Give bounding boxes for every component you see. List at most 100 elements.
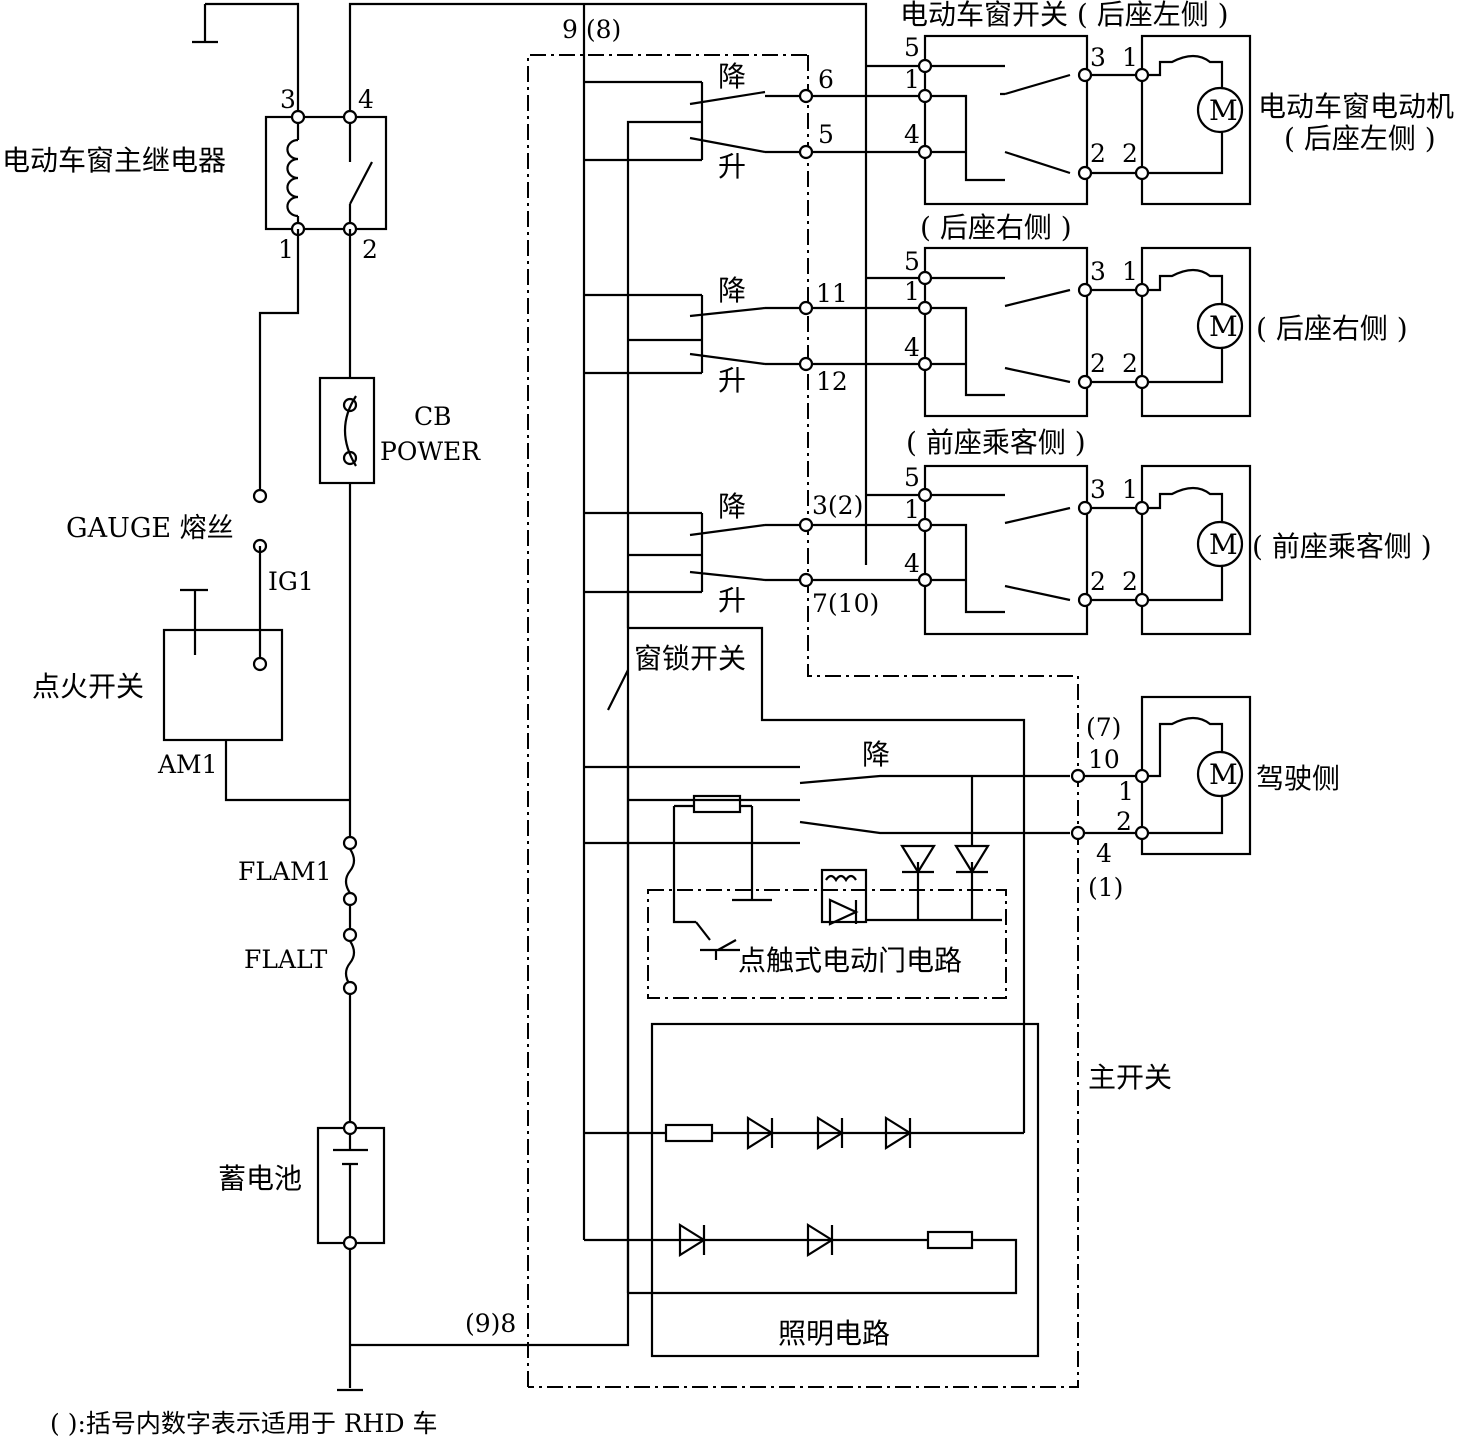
indicator-led-1-icon: [900, 844, 936, 875]
battery-label: 蓄电池: [218, 1162, 302, 1195]
sw3-pin5: 5: [904, 463, 920, 492]
motor-rear-left-sub: ( 后座左侧 ): [1284, 122, 1436, 155]
circuit-breaker-box: [318, 376, 376, 485]
main-switch: 9 (8) 主开关 降 升 6 5 降 升 11 12 降 升 3(2) 7(1…: [527, 4, 1172, 1388]
m2-pin2: 2: [1122, 349, 1138, 378]
row2-down: 降: [718, 274, 746, 307]
row2-down-pin: 11: [816, 279, 848, 308]
motor-front-passenger-symbol: M: [1209, 528, 1238, 561]
row1-up: 升: [718, 150, 746, 183]
window-lock-label: 窗锁开关: [634, 642, 746, 675]
touch-circuit-box: [647, 889, 1007, 999]
sw1-pin2: 2: [1090, 139, 1106, 168]
lamp-led-2-icon: [816, 1116, 845, 1150]
sw2-pin1: 1: [904, 277, 920, 306]
row2-up: 升: [718, 364, 746, 397]
row1-down-pin: 6: [818, 65, 834, 94]
row2-up-pin: 12: [816, 367, 848, 396]
m4-pin1: 1: [1118, 777, 1134, 806]
sw1-pin4: 4: [904, 120, 920, 149]
ground-terminal-label: (9)8: [465, 1309, 516, 1338]
relay-pin-3: 3: [280, 85, 296, 114]
transistor-icon: [695, 921, 740, 960]
motor-rear-right-symbol: M: [1209, 310, 1238, 343]
flalt-label: FLALT: [244, 945, 328, 974]
main-switch-label: 主开关: [1088, 1061, 1172, 1094]
motor-driver-icon: [1196, 750, 1244, 798]
battery-icon: [333, 1134, 368, 1237]
rear-right-switch-label: ( 后座右侧 ): [920, 211, 1072, 244]
motor-rear-left-symbol: M: [1209, 94, 1238, 127]
cb-power-label: POWER: [380, 437, 481, 466]
driver-pin-1: (1): [1088, 873, 1123, 902]
ig1-label: IG1: [268, 567, 314, 596]
power-supply-section: 3 4 1 2 电动车窗主继电器 GAUGE 熔丝 IG1 点火开关 AM1 C…: [2, 2, 868, 1438]
driver-pin-7: (7): [1086, 713, 1121, 742]
window-switches-and-motors: 电动车窗开关 ( 后座左侧 ) 5 1 4 3 2 1 2 M 电动车窗电动机 …: [812, 0, 1454, 856]
touch-led-icon: [828, 898, 859, 926]
sw3-pin2: 2: [1090, 567, 1106, 596]
relay-pin-4: 4: [358, 85, 374, 114]
cb-label: CB: [414, 402, 452, 431]
flam1-label: FLAM1: [238, 857, 332, 886]
relay-pin-2: 2: [362, 235, 378, 264]
sw2-pin4: 4: [904, 333, 920, 362]
row1-down: 降: [718, 60, 746, 93]
motor-rear-right-label: ( 后座右侧 ): [1256, 312, 1408, 345]
front-passenger-switch-label: ( 前座乘客侧 ): [906, 426, 1086, 459]
sw1-pin5: 5: [904, 33, 920, 62]
touch-circuit-label: 点触式电动门电路: [738, 944, 962, 977]
gauge-fuse-label: GAUGE 熔丝: [66, 513, 234, 544]
flalt-fuse-icon: [344, 940, 356, 986]
m2-pin1: 1: [1122, 257, 1138, 286]
main-switch-boundary: [528, 55, 1079, 1388]
motor-driver-label: 驾驶侧: [1256, 762, 1340, 795]
motor-driver-symbol: M: [1209, 758, 1238, 791]
window-lock-switch: [607, 590, 630, 1293]
ignition-switch-box: [162, 628, 284, 742]
row3-down: 降: [718, 490, 746, 523]
sw1-pin3: 3: [1090, 43, 1106, 72]
motor-rear-left-label: 电动车窗电动机: [1258, 90, 1454, 123]
motor-rear-right-icon: [1196, 302, 1244, 350]
am1-label: AM1: [157, 750, 218, 779]
relay-coil-icon: [286, 138, 299, 218]
sw3-pin4: 4: [904, 549, 920, 578]
driver-pin-4: 4: [1096, 839, 1112, 868]
motor-front-passenger-box: [1140, 464, 1252, 636]
indicator-led-2-icon: [954, 844, 990, 875]
ground-symbol: [337, 1249, 363, 1392]
motor-rear-left-box: [1140, 34, 1252, 206]
m3-pin2: 2: [1122, 567, 1138, 596]
lamp-led-5-icon: [806, 1223, 835, 1257]
motor-front-passenger-label: ( 前座乘客侧 ): [1252, 530, 1432, 563]
lighting-circuit-label: 照明电路: [778, 1317, 890, 1350]
main-relay-box: [264, 115, 388, 231]
row1-up-pin: 5: [818, 120, 834, 149]
row3-up-pin: 7(10): [812, 589, 879, 618]
window-switch-title: 电动车窗开关 ( 后座左侧 ): [900, 0, 1229, 31]
row3-down-pin: 3(2): [812, 491, 863, 520]
driver-down: 降: [862, 738, 890, 771]
ignition-title: 点火开关: [32, 670, 144, 703]
sw3-pin1: 1: [904, 495, 920, 524]
lamp-led-1-icon: [746, 1116, 775, 1150]
lamp-led-4-icon: [678, 1223, 707, 1257]
lamp-led-3-icon: [884, 1116, 913, 1150]
m3-pin1: 1: [1122, 475, 1138, 504]
driver-pin-10: 10: [1088, 745, 1120, 774]
motor-rear-right-box: [1140, 246, 1252, 418]
motor-rear-left-icon: [1196, 86, 1244, 134]
sw2-pin3: 3: [1090, 257, 1106, 286]
sw1-pin1: 1: [904, 65, 920, 94]
sw3-pin3: 3: [1090, 475, 1106, 504]
circuit-breaker-icon: [344, 395, 357, 467]
flam1-fuse-icon: [344, 848, 356, 894]
m1-pin2: 2: [1122, 139, 1138, 168]
sw2-pin5: 5: [904, 247, 920, 276]
m4-pin2: 2: [1116, 807, 1132, 836]
lighting-circuit-box: [650, 1022, 1040, 1358]
relay-title: 电动车窗主继电器: [2, 144, 226, 177]
footnote: ( ):括号内数字表示适用于 RHD 车: [50, 1409, 437, 1438]
